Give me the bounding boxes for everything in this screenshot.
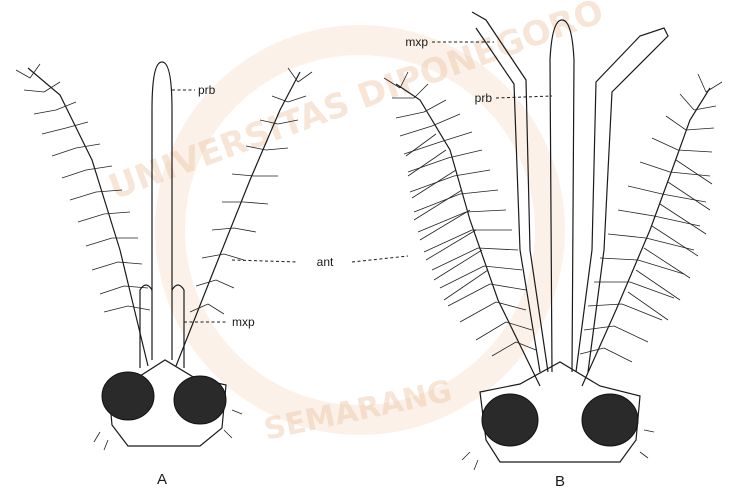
a-label-prb: prb [198, 83, 216, 97]
watermark-bottom-text: SEMARANG [261, 374, 455, 448]
a-label-mxp: mxp [232, 315, 255, 329]
ant-leader-b [352, 256, 408, 262]
watermark: UNIVERSITAS DIPONEGORO SEMARANG [104, 0, 609, 448]
a-antenna-left [28, 68, 148, 366]
a-panel-label: A [157, 471, 167, 488]
ant-leader-a [232, 260, 298, 262]
b-panel-label: B [555, 473, 565, 490]
label-ant: ant [317, 255, 334, 269]
b-label-mxp: mxp [405, 35, 428, 49]
b-left-eye [482, 394, 538, 446]
a-right-eye [174, 376, 226, 424]
shared-ant-annotation: ant [232, 255, 408, 269]
b-right-eye [582, 394, 638, 446]
b-label-prb: prb [475, 91, 493, 105]
a-left-eye [102, 372, 154, 420]
b-palp-right [576, 28, 668, 372]
